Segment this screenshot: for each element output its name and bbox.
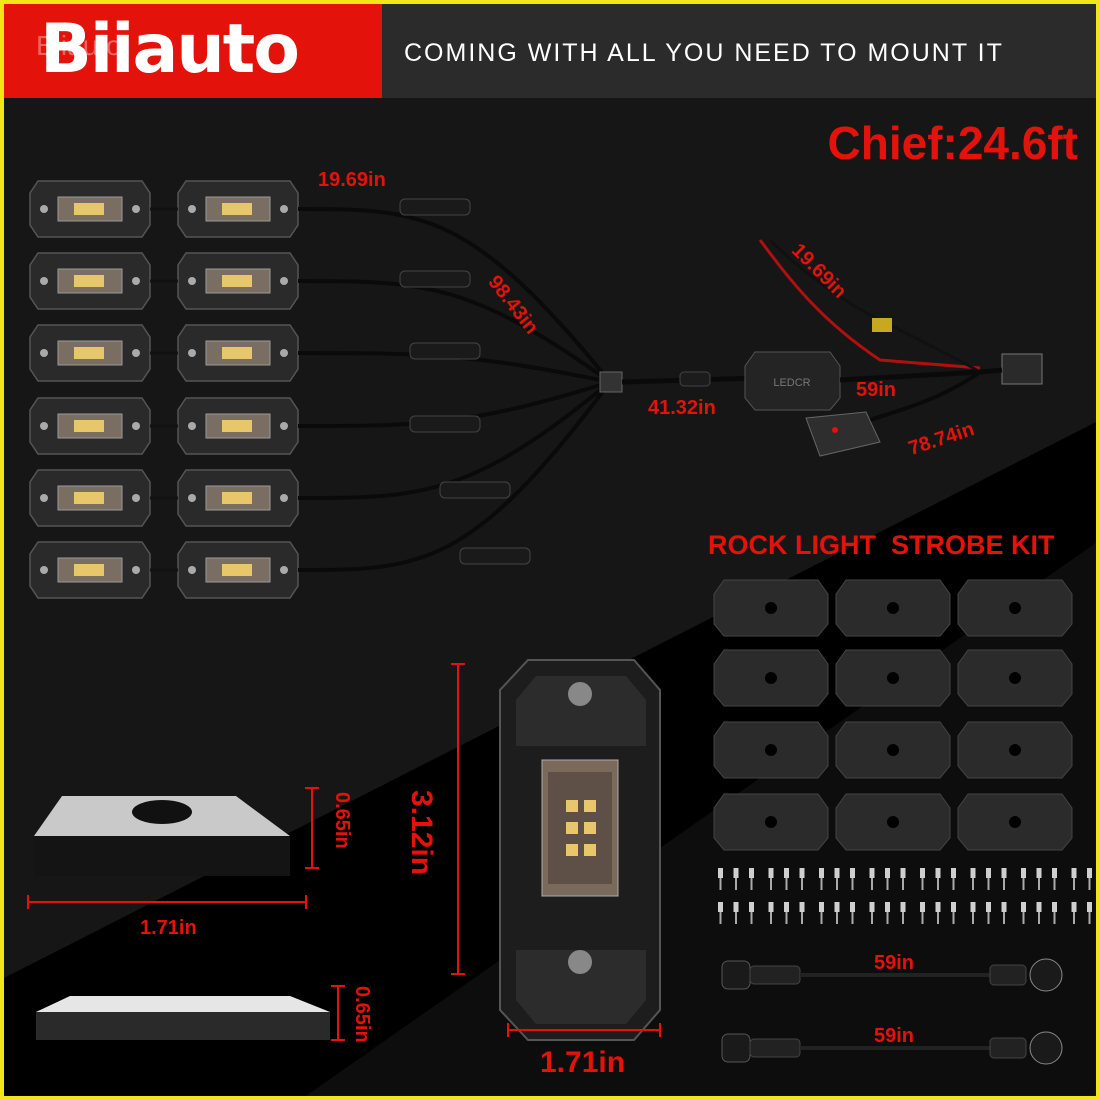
waterproof-connector [439, 481, 511, 499]
power-wire-red [758, 239, 981, 370]
waterproof-connector [399, 198, 471, 216]
svg-text:LEDCR: LEDCR [773, 377, 810, 389]
mounting-bracket [713, 793, 829, 851]
pod-height-label: 3.12in [405, 790, 438, 876]
controller-box: LEDCR [744, 351, 841, 411]
splitter-cable [297, 279, 612, 384]
brand-banner: Biiauto Biiauto [4, 4, 382, 98]
plate-height-label: 0.65in [351, 986, 373, 1043]
chief-length-label: Chief:24.6ft [827, 117, 1078, 169]
switch-box [805, 411, 881, 457]
mounting-bracket [957, 721, 1073, 779]
extension-cable-1-label: 59in [874, 952, 915, 974]
mounting-bracket [835, 579, 951, 637]
light-pod-pair [29, 324, 299, 382]
pod-height-dimension [451, 663, 465, 975]
splitter-cable [297, 380, 612, 572]
mounting-bracket [957, 579, 1073, 637]
pod-width-dimension [507, 1023, 661, 1037]
brand-logo: Biiauto [40, 10, 300, 89]
mounting-bracket [835, 793, 951, 851]
extension-cable-1 [721, 958, 1063, 992]
base-height-dimension [305, 787, 319, 869]
screw-set [718, 868, 1092, 924]
light-pod-pair [29, 252, 299, 310]
brand-watermark: Biiauto [36, 30, 122, 61]
waterproof-connector [409, 415, 481, 433]
light-pod-pair [29, 397, 299, 455]
base-width-label: 1.71in [140, 917, 197, 939]
tagline-banner: COMING WITH ALL YOU NEED TO MOUNT IT [382, 4, 1096, 98]
mounting-bracket [713, 579, 829, 637]
base-height-label: 0.65in [331, 792, 353, 849]
base-block [34, 796, 290, 876]
waterproof-connector [459, 547, 531, 565]
base-width-dimension [27, 895, 307, 909]
extension-cable-2 [721, 1031, 1063, 1065]
mounting-bracket [835, 649, 951, 707]
waterproof-connector [409, 342, 481, 360]
mounting-bracket [957, 649, 1073, 707]
light-pod-pair [29, 469, 299, 527]
plate-height-dimension [331, 985, 345, 1041]
pod-width-label: 1.71in [540, 1046, 626, 1079]
tagline-text: COMING WITH ALL YOU NEED TO MOUNT IT [404, 39, 1004, 67]
mounting-bracket [835, 721, 951, 779]
waterproof-connector [399, 270, 471, 288]
mounting-bracket [713, 649, 829, 707]
fuse-holder [872, 318, 892, 332]
base-plate [36, 996, 330, 1040]
mounting-bracket [957, 793, 1073, 851]
extension-length-label: 41.32in [648, 397, 716, 419]
kit-title: ROCK LIGHT STROBE KIT [708, 530, 1055, 560]
light-pod-front-view [499, 659, 661, 1041]
pod-lead-length-label: 19.69in [318, 169, 386, 191]
extension-cable-2-label: 59in [874, 1025, 915, 1047]
mounting-bracket [713, 721, 829, 779]
light-pod-pair [29, 541, 299, 599]
power-plug [1001, 353, 1043, 385]
light-pod-pair [29, 180, 299, 238]
splitter-cable [297, 207, 612, 384]
controller-lead-length-label: 59in [856, 379, 897, 401]
